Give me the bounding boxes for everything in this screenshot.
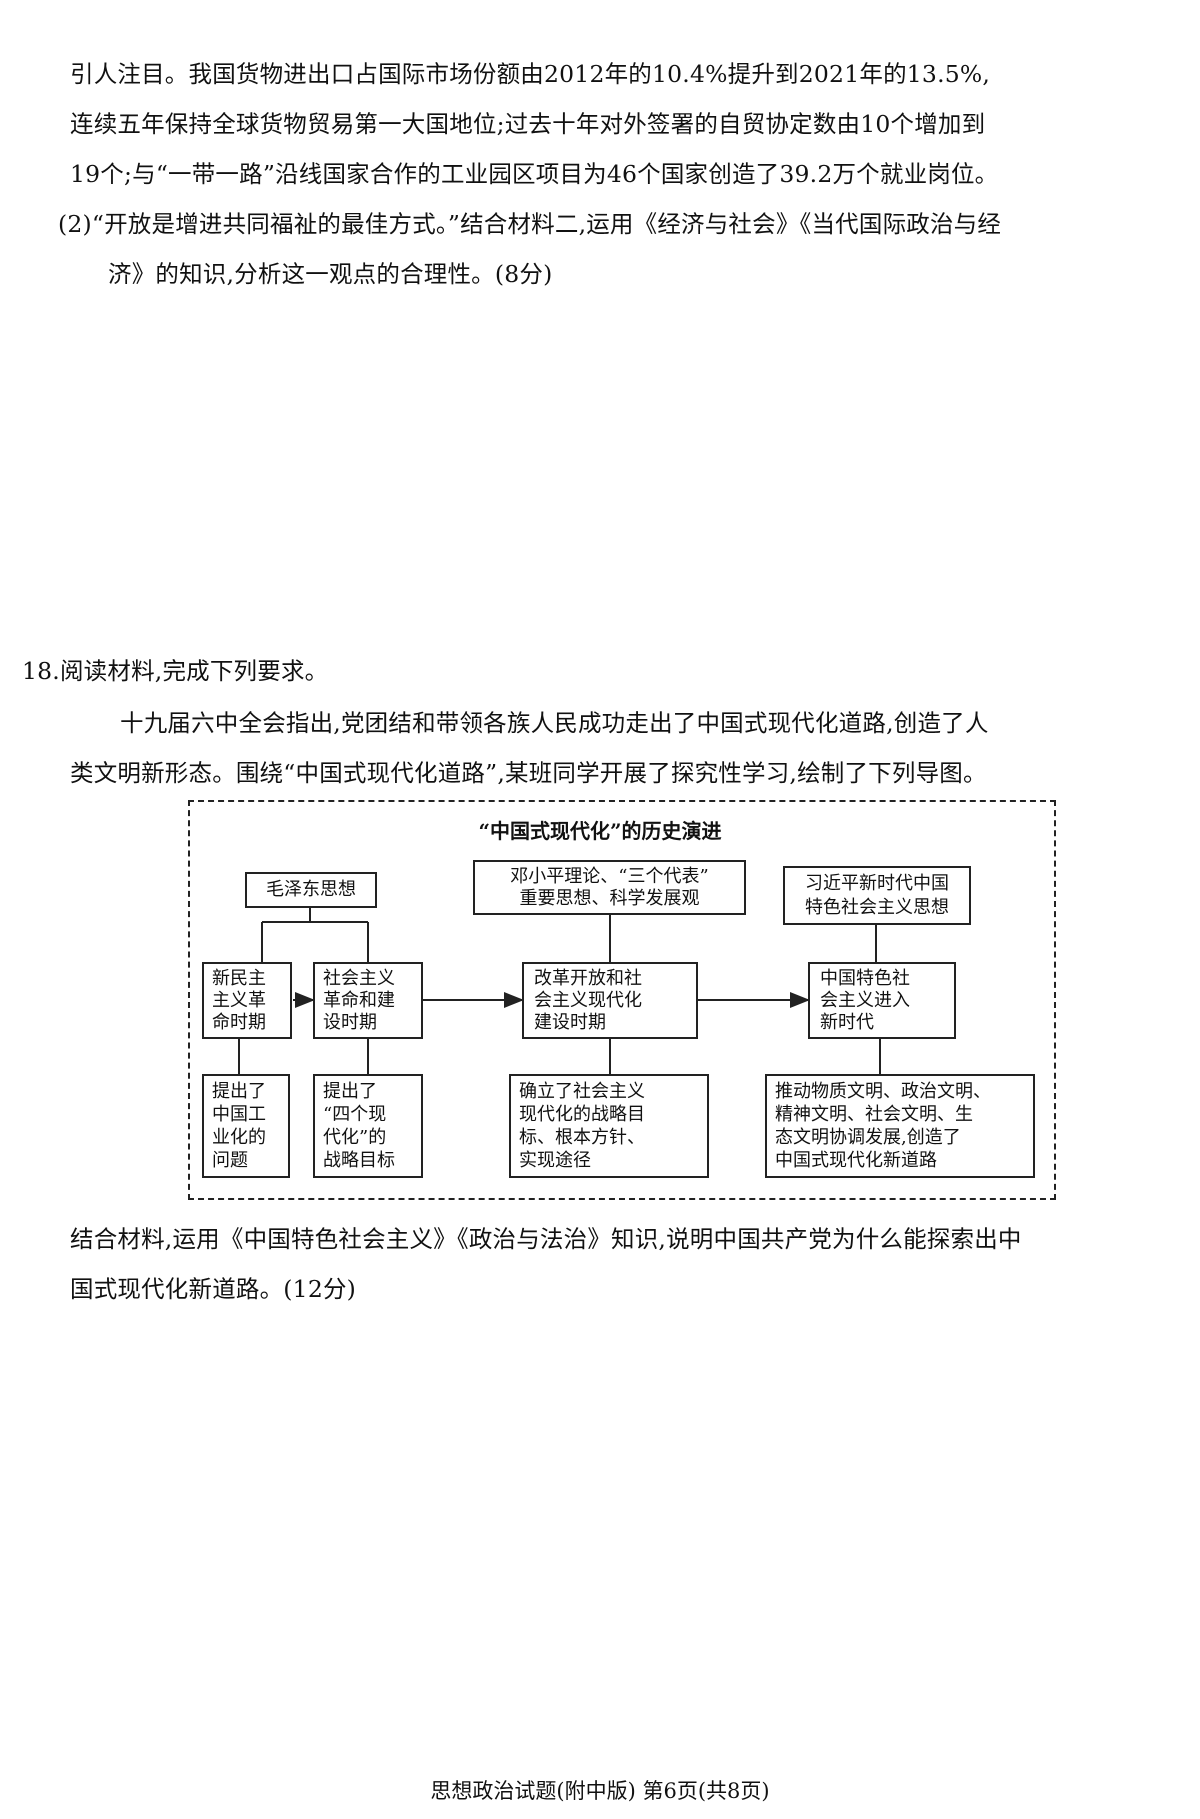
question-18-intro: 十九届六中全会指出,党团结和带领各族人民成功走出了中国式现代化道路,创造了人	[120, 709, 989, 737]
period-box-reform-opening: 改革开放和社 会主义现代化 建设时期	[522, 962, 698, 1039]
theory-box-xi: 习近平新时代中国 特色社会主义思想	[783, 866, 971, 925]
question-17-2-line: (2)“开放是增进共同福祉的最佳方式。”结合材料二,运用《经济与社会》《当代国际…	[58, 210, 1002, 238]
page-footer: 思想政治试题(附中版) 第6页(共8页)	[430, 1779, 770, 1803]
paragraph-line: 引人注目。我国货物进出口占国际市场份额由2012年的10.4%提升到2021年的…	[70, 60, 991, 88]
theory-box-mao: 毛泽东思想	[245, 872, 377, 908]
result-box-four-modernizations: 提出了 “四个现 代化”的 战略目标	[313, 1074, 423, 1178]
question-18-task: 结合材料,运用《中国特色社会主义》《政治与法治》知识,说明中国共产党为什么能探索…	[70, 1225, 1022, 1253]
diagram-frame	[188, 800, 1056, 1200]
period-box-new-era: 中国特色社 会主义进入 新时代	[808, 962, 956, 1039]
diagram-title: “中国式现代化”的历史演进	[478, 819, 722, 843]
paragraph-line: 19个;与“一带一路”沿线国家合作的工业园区项目为46个国家创造了39.2万个就…	[70, 160, 999, 188]
period-box-socialist-construction: 社会主义 革命和建 设时期	[313, 962, 423, 1039]
result-box-strategic-goals: 确立了社会主义 现代化的战略目 标、根本方针、 实现途径	[509, 1074, 709, 1178]
result-box-industrialization: 提出了 中国工 业化的 问题	[202, 1074, 290, 1178]
period-box-new-democratic: 新民主 主义革 命时期	[202, 962, 292, 1039]
paragraph-line: 连续五年保持全球货物贸易第一大国地位;过去十年对外签署的自贸协定数由10个增加到	[70, 110, 986, 138]
question-18-task: 国式现代化新道路。(12分)	[70, 1275, 357, 1303]
result-box-new-path: 推动物质文明、政治文明、 精神文明、社会文明、生 态文明协调发展,创造了 中国式…	[765, 1074, 1035, 1178]
question-18-intro: 类文明新形态。围绕“中国式现代化道路”,某班同学开展了探究性学习,绘制了下列导图…	[70, 759, 987, 787]
theory-box-deng: 邓小平理论、“三个代表” 重要思想、科学发展观	[473, 860, 746, 915]
question-18-heading: 18.阅读材料,完成下列要求。	[22, 657, 329, 685]
question-17-2-line: 济》的知识,分析这一观点的合理性。(8分)	[108, 260, 553, 288]
